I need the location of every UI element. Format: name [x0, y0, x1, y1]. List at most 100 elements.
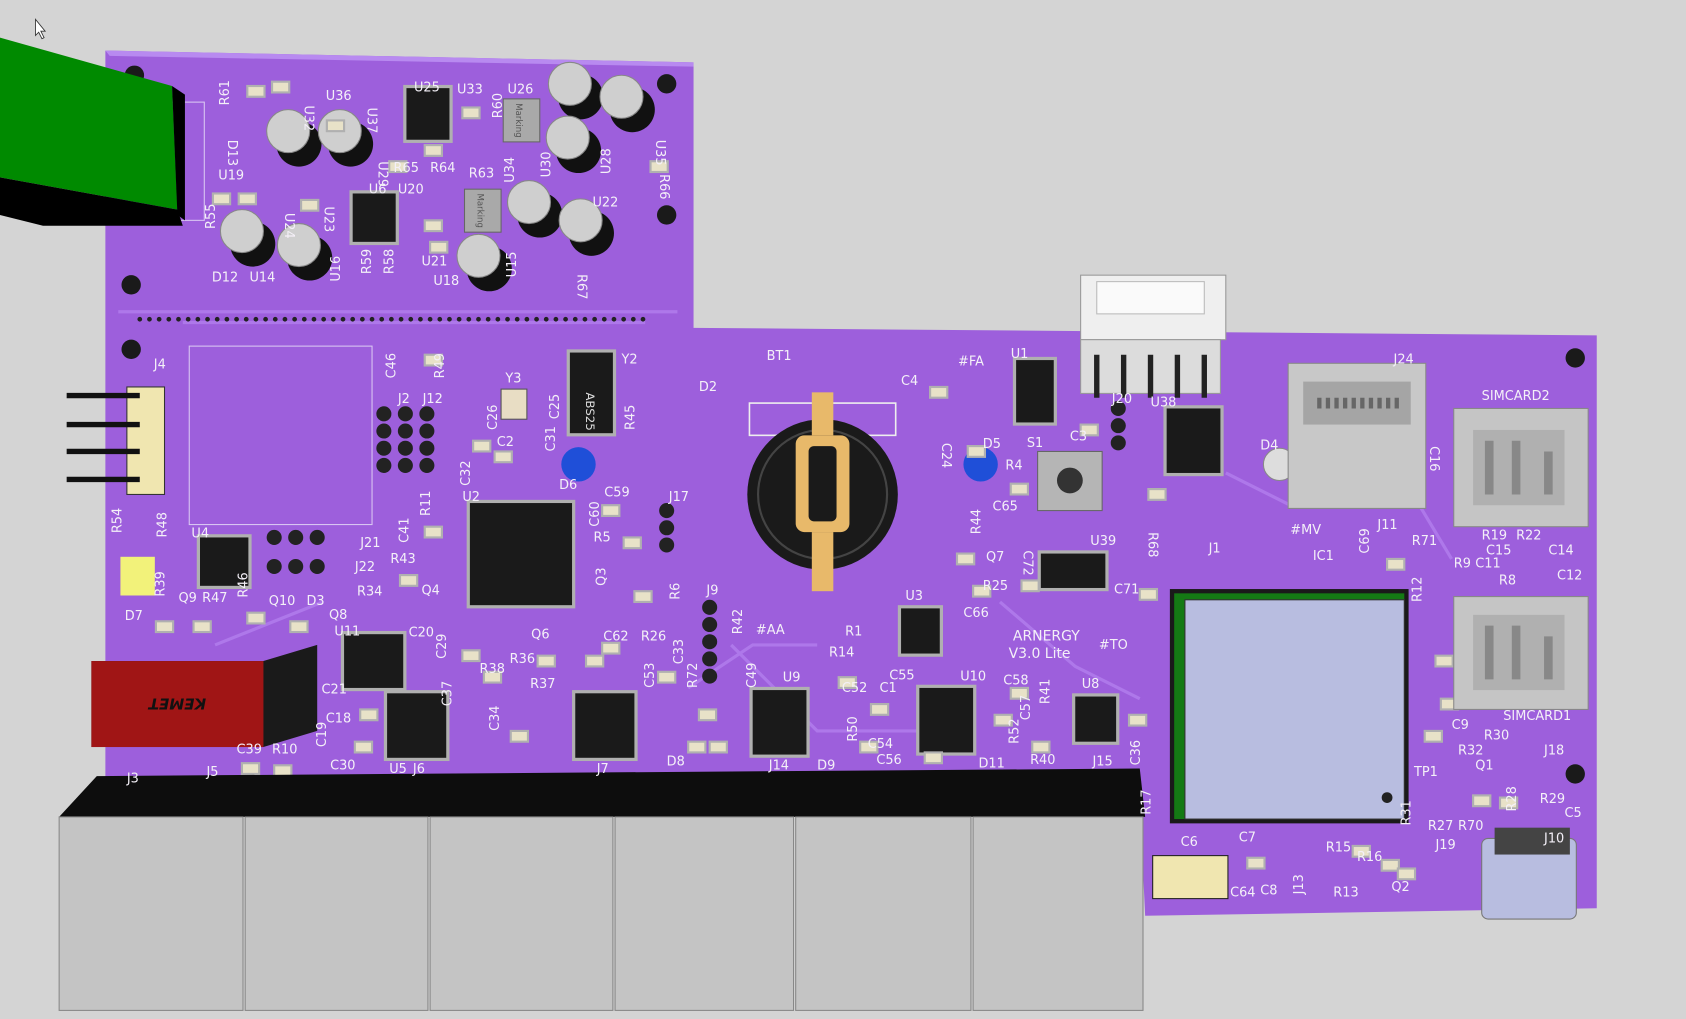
- component-c6: [1152, 855, 1229, 900]
- silkscreen-label: U29: [374, 161, 389, 187]
- silkscreen-label: D7: [125, 609, 143, 624]
- electrolytic-capacitor: [276, 223, 321, 268]
- via: [185, 316, 191, 322]
- silkscreen-label: #AA: [756, 623, 785, 638]
- header-pin: [702, 668, 718, 684]
- header-pin: [659, 537, 675, 553]
- silkscreen-label: C57: [1019, 695, 1034, 720]
- smd-passive: [1009, 686, 1030, 700]
- silkscreen-label: R52: [1007, 718, 1022, 743]
- smd-passive: [972, 584, 992, 598]
- mounting-holes: [121, 65, 1585, 784]
- silkscreen-label: R17: [1140, 789, 1155, 814]
- smd-passive: [423, 353, 444, 367]
- yellow-component: [120, 556, 155, 596]
- silkscreen-label: BT1: [767, 349, 792, 364]
- smd-passive: [1434, 654, 1454, 668]
- via: [263, 316, 268, 322]
- electrolytic-capacitor: [599, 74, 644, 119]
- silkscreen-label: R50: [846, 716, 861, 741]
- silkscreen-label: R37: [530, 677, 555, 692]
- via: [408, 316, 414, 322]
- silkscreen-label: C20: [409, 625, 434, 640]
- smd-passive: [837, 676, 857, 690]
- smd-passive: [353, 740, 374, 754]
- silkscreen-label: R12: [1410, 577, 1425, 602]
- via: [485, 316, 491, 322]
- silkscreen-label: J21: [359, 536, 380, 551]
- silkscreen-label: C21: [322, 682, 347, 697]
- via: [224, 316, 230, 322]
- header-pin: [419, 457, 435, 473]
- header-pin: [376, 406, 392, 422]
- via: [495, 316, 501, 322]
- silkscreen-label: U1: [1011, 347, 1029, 362]
- smd-passive: [472, 439, 492, 453]
- header-pin: [1110, 400, 1126, 416]
- kemet-capacitor: KEMET: [91, 644, 318, 748]
- silkscreen-label: U18: [433, 274, 459, 289]
- silkscreen-label: U30: [540, 152, 555, 178]
- smd-passive: [1246, 856, 1266, 870]
- smd-passive: [299, 198, 320, 212]
- crystal-y3: [500, 388, 528, 420]
- electrolytic-capacitor: [545, 115, 590, 160]
- silkscreen-label: C62: [603, 630, 628, 645]
- silkscreen-label: C64: [1230, 885, 1255, 900]
- smd-passive: [388, 160, 408, 174]
- silkscreen-label: R58: [383, 249, 398, 274]
- silkscreen-label: C39: [237, 743, 262, 758]
- ic-chip: [199, 537, 249, 586]
- smd-passive: [601, 504, 621, 518]
- smd-passive: [622, 536, 642, 550]
- silkscreen-label: Q2: [1391, 880, 1409, 895]
- silkscreen-label: R47: [202, 591, 227, 606]
- header-pin: [288, 529, 304, 545]
- silkscreen-label: U23: [321, 206, 336, 232]
- silkscreen-label: C41: [398, 517, 413, 542]
- silkscreen-label: U4: [191, 526, 209, 541]
- ic1-cellular-module: [1169, 589, 1409, 824]
- silkscreen-label: C54: [868, 737, 893, 752]
- silkscreen-label: R13: [1333, 885, 1358, 900]
- ic-chip: [344, 634, 404, 688]
- smd-passive: [1009, 482, 1030, 496]
- silkscreen-label: #FA: [958, 354, 984, 369]
- via: [389, 316, 394, 322]
- silkscreen-label: U20: [398, 182, 424, 197]
- silkscreen-label: D2: [699, 380, 717, 395]
- relay: [244, 816, 429, 1011]
- silkscreen-label: R5: [594, 531, 611, 546]
- via: [621, 316, 627, 322]
- silkscreen-label: R27: [1428, 819, 1453, 834]
- silkscreen-label: C16: [1426, 446, 1441, 471]
- silkscreen-label: J9: [705, 583, 718, 598]
- silkscreen-label: U9: [783, 670, 801, 685]
- smd-passive: [601, 641, 621, 655]
- smd-passive: [1380, 858, 1400, 872]
- smd-passive: [993, 713, 1013, 727]
- silkscreen-label: C8: [1260, 883, 1277, 898]
- silkscreen-label: R10: [272, 743, 297, 758]
- silkscreen-label: U15: [505, 251, 520, 277]
- silkscreen-label: U6: [369, 182, 387, 197]
- silkscreen-label: C53: [643, 663, 658, 688]
- silkscreen-label: C15: [1486, 544, 1511, 559]
- silkscreen-label: R14: [829, 646, 854, 661]
- smd-passive: [273, 764, 293, 778]
- silkscreen-label: R4: [1005, 459, 1022, 474]
- ic-chip: [919, 687, 974, 753]
- silkscreen-label: #TO: [1099, 638, 1128, 653]
- electrolytic-capacitor: [547, 61, 592, 106]
- via: [253, 316, 259, 322]
- header-pin: [397, 440, 413, 456]
- electrolytic-capacitor: [219, 209, 264, 254]
- smd-passive: [1351, 844, 1371, 858]
- via: [418, 316, 423, 322]
- silkscreen-label: Q6: [531, 627, 549, 642]
- smd-passive: [955, 552, 976, 566]
- via: [640, 316, 646, 322]
- silkscreen-label: R55: [204, 204, 219, 229]
- silkscreen-label: J7: [596, 762, 609, 777]
